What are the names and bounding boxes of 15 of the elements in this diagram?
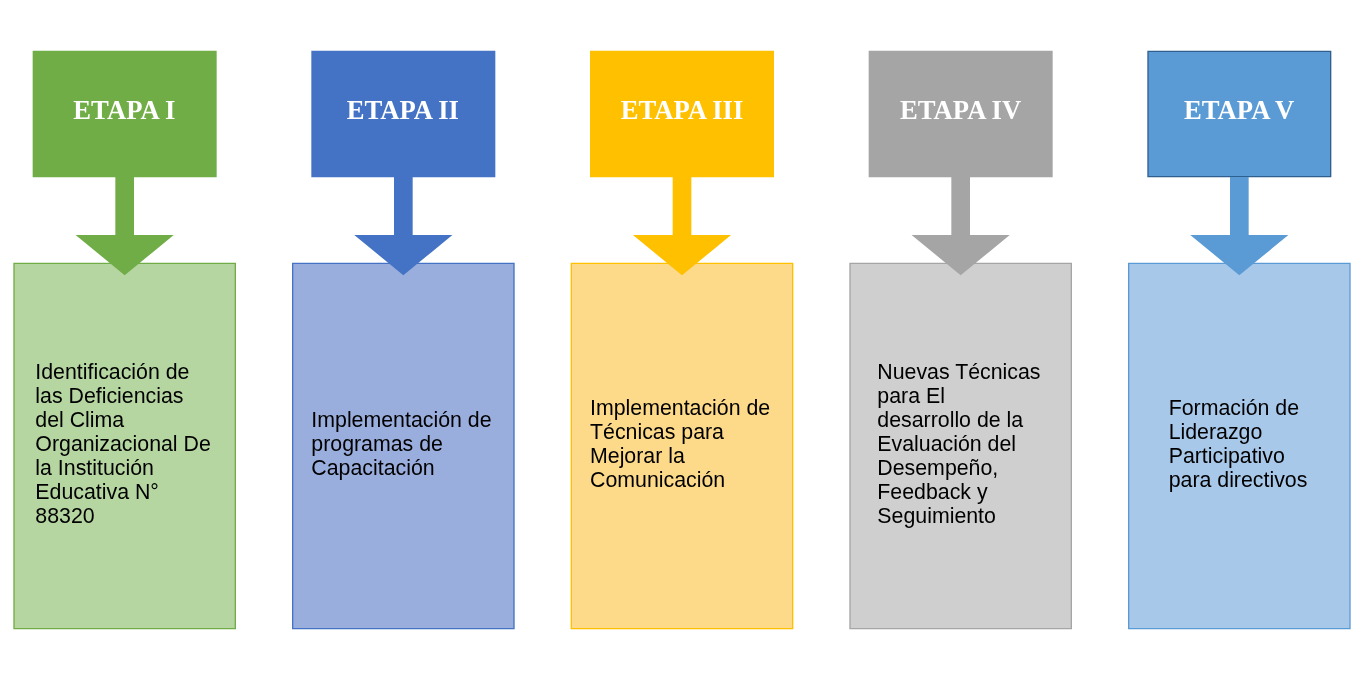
node-box: Implementación de programas de Capacitación: [292, 262, 515, 630]
node-box: ETAPA V: [1147, 50, 1332, 178]
arrow: [354, 176, 453, 276]
node-box: ETAPA II: [311, 50, 496, 178]
node-box: ETAPA I: [32, 50, 217, 178]
node-box: Identificación de las Deficiencias del Clima Organizacional De la Institución Educativa N° 88320: [13, 262, 236, 630]
node-box: Implementación de Técnicas para Mejorar la Comunicación: [570, 262, 794, 630]
node-box: Nuevas Técnicas para El desarrollo de la Evaluación del Desempeño, Feedback y Seguimiento: [849, 262, 1072, 630]
node-box: Formación de Liderazgo Participativo para directivos: [1128, 262, 1351, 630]
arrow: [1190, 176, 1289, 276]
node-box: ETAPA IV: [868, 50, 1053, 178]
arrow: [632, 176, 732, 276]
node-box: ETAPA III: [590, 50, 774, 178]
arrow: [911, 176, 1010, 276]
arrow: [75, 176, 174, 276]
